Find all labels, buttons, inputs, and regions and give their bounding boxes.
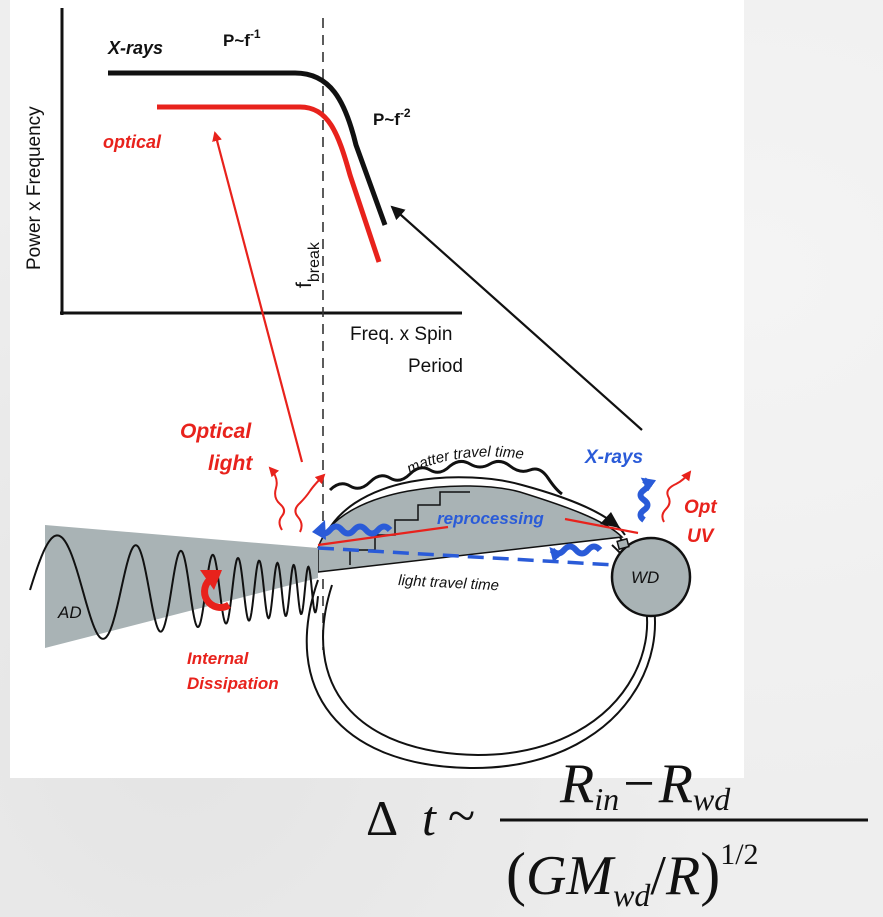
white-dwarf — [610, 536, 692, 618]
power-law-2-label: P~f-2 — [373, 106, 411, 129]
internal-dissipation-arrow — [201, 575, 231, 611]
eq-delta: Δ — [366, 790, 398, 846]
eq-sim: ~ — [448, 787, 475, 843]
curtain-steps — [349, 491, 470, 565]
uv-label: UV — [687, 526, 715, 547]
field-line-outer — [305, 537, 656, 770]
figure-panel — [10, 0, 744, 778]
x-axis-label-line2: Period — [408, 356, 463, 377]
ad-label: AD — [57, 603, 82, 622]
eq-t: t — [422, 790, 437, 846]
reprocessing-line — [317, 517, 639, 547]
field-line-top — [319, 476, 626, 549]
optical-emission-1 — [268, 466, 286, 531]
optical-light-label-2: light — [208, 452, 253, 475]
internal-dissipation-label-2: Dissipation — [187, 674, 279, 693]
matter-travel-wave — [328, 459, 563, 496]
internal-dissipation-label-1: Internal — [187, 649, 250, 668]
x-axis-label-line1: Freq. x Spin — [350, 324, 452, 345]
power-spectrum-plot: Power x Frequency Freq. x Spin Period fb… — [24, 8, 463, 650]
optical-emission-2 — [294, 473, 326, 533]
light-travel-label: light travel time — [398, 572, 500, 594]
accretion-disc — [45, 525, 318, 648]
xray-photon-head — [312, 520, 326, 540]
reprocessing-label: reprocessing — [437, 509, 544, 528]
accretion-column — [616, 537, 630, 551]
xray-photon-reprocess — [315, 523, 393, 537]
y-axis-label: Power x Frequency — [24, 106, 45, 270]
wd-label: WD — [631, 568, 659, 587]
optical-to-plot-arrow — [212, 131, 304, 463]
opt-label: Opt — [684, 497, 717, 518]
fbreak-label: fbreak — [293, 241, 323, 288]
eq-denominator: (GMwd/R)1/2 — [506, 838, 759, 913]
optical-light-label-1: Optical — [180, 420, 252, 443]
eq-numerator: Rin−Rwd — [559, 753, 731, 817]
accretion-sketch: Optical light matter travel time X-rays … — [29, 131, 717, 770]
internal-dissipation-arrowhead — [200, 570, 222, 590]
xrays-series-label: X-rays — [107, 38, 163, 58]
xray-photon-to-disc — [549, 543, 603, 563]
xrays-to-plot-arrow — [390, 205, 643, 431]
disc-oscillation-wave — [29, 534, 319, 640]
matter-travel-arrowhead — [600, 512, 620, 528]
matter-travel-label: matter travel time — [404, 443, 525, 477]
accretion-curtain — [317, 485, 624, 573]
power-law-1-label: P~f-1 — [223, 27, 261, 50]
field-line-inner — [322, 544, 649, 757]
optical-spectrum-curve — [157, 104, 382, 263]
xrays-spectrum-curve — [108, 70, 388, 226]
optical-series-label: optical — [103, 132, 162, 152]
travel-time-equation: Δ t ~ Rin−Rwd (GMwd/R)1/2 — [366, 753, 868, 913]
xray-photon-wd-up — [637, 477, 657, 523]
opt-uv-emission — [661, 470, 692, 523]
xrays-sketch-label: X-rays — [584, 447, 643, 468]
